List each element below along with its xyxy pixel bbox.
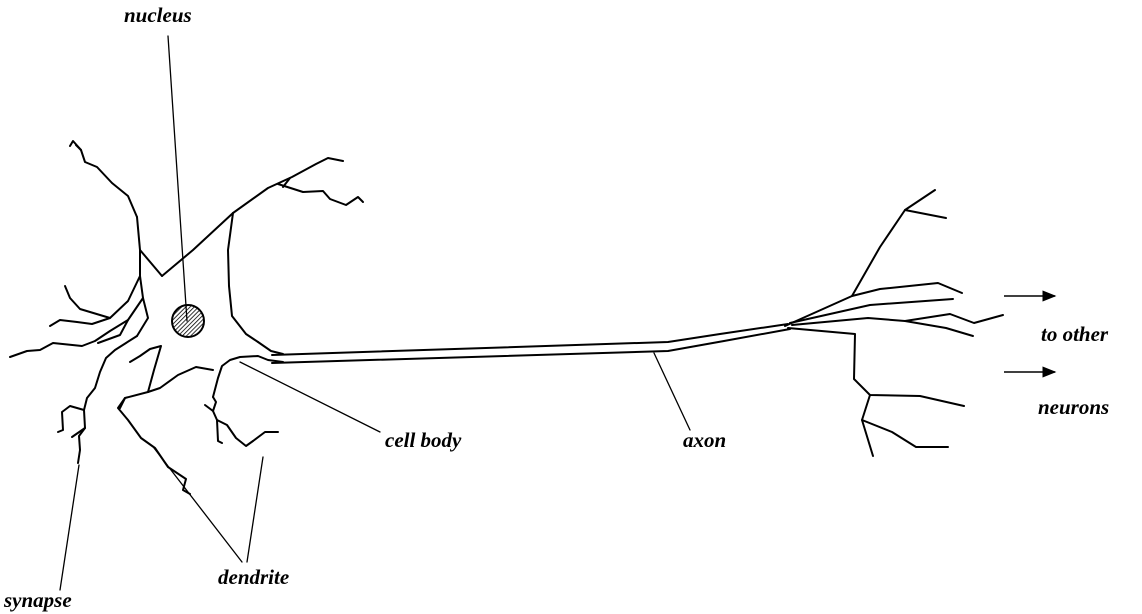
- label-neurons: neurons: [1038, 395, 1109, 419]
- cell-body-leader-line: [240, 362, 380, 432]
- label-to-other: to other: [1041, 322, 1109, 346]
- dendrite-leader-line-right: [247, 457, 263, 562]
- leader-lines: [60, 36, 690, 590]
- cell-body-shape: [130, 213, 283, 397]
- dendrite-leader-line-left: [154, 448, 242, 562]
- label-nucleus: nucleus: [124, 3, 192, 27]
- label-synapse: synapse: [3, 588, 72, 612]
- axon-terminals: [785, 190, 1003, 456]
- nucleus-leader-line: [168, 36, 187, 321]
- axon-shape: [272, 324, 790, 363]
- nucleus-shape: [172, 305, 204, 337]
- axon-leader-line: [654, 353, 690, 430]
- synapse-leader-line: [60, 465, 79, 590]
- label-cell-body: cell body: [385, 428, 462, 452]
- label-dendrite: dendrite: [218, 565, 289, 589]
- label-axon: axon: [683, 428, 726, 452]
